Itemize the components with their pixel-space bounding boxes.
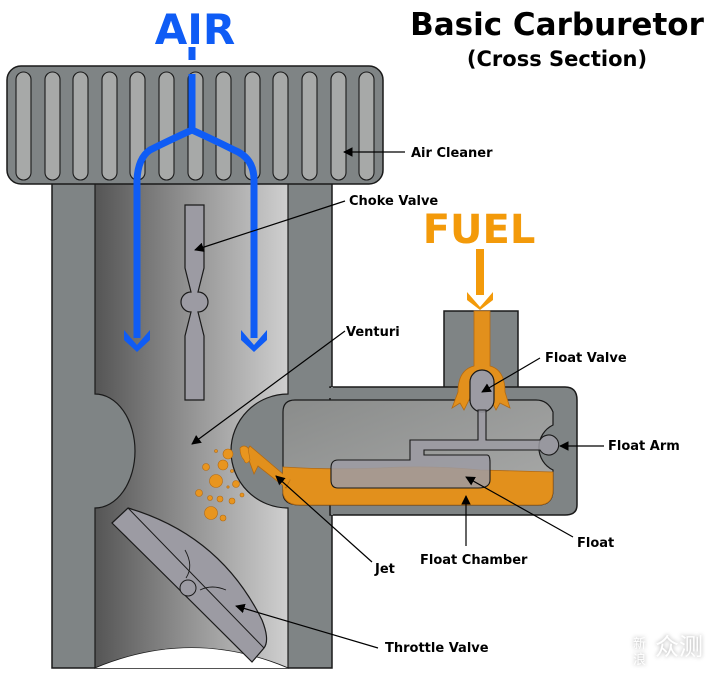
fuel-flow-arrow [467, 249, 493, 310]
float-leader [465, 476, 574, 538]
watermark: 新 浪 众测 [633, 633, 703, 668]
label-air-cleaner: Air Cleaner [411, 146, 493, 161]
diagram-title: Basic Carburetor [410, 7, 704, 43]
air-flow-arrows [133, 47, 258, 338]
air-arrowhead-left [124, 330, 150, 352]
air-arrowhead-right [241, 330, 267, 352]
float-valve-needle [469, 369, 495, 413]
choke-valve [180, 204, 209, 401]
throttle-valve-leader [235, 603, 379, 649]
jet-leader [275, 475, 373, 563]
choke-valve-leader [194, 200, 346, 252]
venturi-leader [191, 330, 346, 445]
watermark-small-bottom: 浪 [633, 653, 646, 668]
float-valve-leader [481, 357, 541, 393]
diagram-subtitle: (Cross Section) [467, 47, 647, 71]
label-float-arm: Float Arm [608, 439, 680, 454]
watermark-large: 众测 [655, 633, 703, 661]
label-choke-valve: Choke Valve [349, 194, 438, 209]
label-float-chamber: Float Chamber [420, 553, 528, 568]
air-label: AIR [155, 5, 235, 54]
label-jet: Jet [374, 562, 395, 577]
label-float-valve: Float Valve [545, 351, 627, 366]
label-throttle-valve: Throttle Valve [385, 641, 489, 656]
label-float: Float [577, 536, 614, 551]
fuel-droplets [195, 445, 251, 522]
throttle-valve [111, 507, 268, 663]
fuel-label: FUEL [423, 207, 536, 253]
label-venturi: Venturi [346, 325, 400, 340]
float-arm [330, 409, 560, 489]
watermark-small-top: 新 [633, 636, 646, 652]
